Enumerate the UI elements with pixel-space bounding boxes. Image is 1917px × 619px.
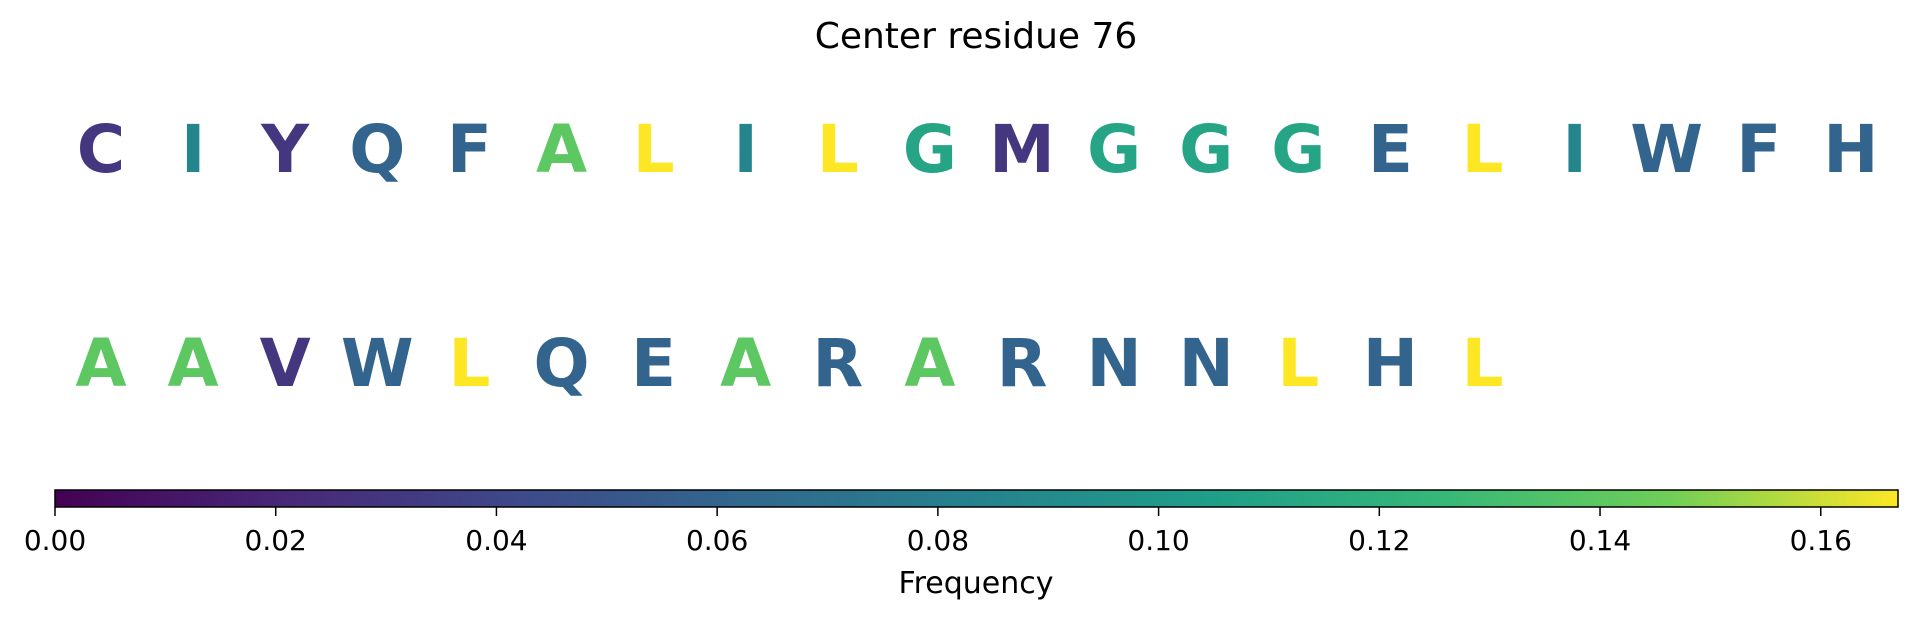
residue-letter: G — [1179, 111, 1233, 188]
residue-letter: Y — [260, 111, 310, 188]
colorbar-tick-label: 0.14 — [1569, 524, 1631, 557]
residue-letter: L — [817, 111, 859, 188]
colorbar-tick-label: 0.00 — [24, 524, 86, 557]
residue-letter: H — [1363, 325, 1418, 402]
residue-letter: V — [260, 325, 311, 402]
residue-letter: N — [1086, 325, 1141, 402]
residue-letter: L — [1461, 325, 1503, 402]
residue-letter: G — [903, 111, 957, 188]
residue-letter: R — [997, 325, 1048, 402]
colorbar-tick-label: 0.08 — [907, 524, 969, 557]
residue-letter: I — [181, 111, 206, 188]
residue-letter: A — [168, 325, 219, 402]
residue-letter: A — [75, 325, 126, 402]
residue-letter: R — [812, 325, 863, 402]
colorbar-tick-label: 0.16 — [1790, 524, 1852, 557]
residue-letter: W — [341, 325, 414, 402]
residue-letter: G — [1087, 111, 1141, 188]
residue-letter: L — [633, 111, 675, 188]
residue-letter: L — [1277, 325, 1319, 402]
colorbar-ticks: 0.00 0.02 0.04 0.06 0.08 0.10 0.12 0.14 0.16 — [24, 507, 1852, 557]
residue-letter: A — [536, 111, 587, 188]
colorbar-tick-label: 0.06 — [686, 524, 748, 557]
residue-letter: N — [1179, 325, 1234, 402]
residue-letter: L — [448, 325, 490, 402]
chart-title: Center residue 76 — [815, 16, 1138, 57]
colorbar-tick-label: 0.10 — [1127, 524, 1189, 557]
residue-letter: H — [1823, 111, 1878, 188]
colorbar — [54, 489, 1899, 508]
residue-letter: I — [733, 111, 758, 188]
residue-letter: E — [1368, 111, 1413, 188]
residue-letter: Q — [533, 325, 589, 402]
colorbar-tick-label: 0.02 — [245, 524, 307, 557]
residue-letter: F — [1736, 111, 1781, 188]
residue-letter: A — [904, 325, 955, 402]
residue-letter: A — [720, 325, 771, 402]
residue-letter: L — [1461, 111, 1503, 188]
residue-letter: M — [989, 111, 1055, 188]
colorbar-tick-label: 0.04 — [465, 524, 527, 557]
residue-letter: W — [1630, 111, 1703, 188]
colorbar-label: Frequency — [899, 566, 1054, 601]
residue-letter: E — [631, 325, 676, 402]
residue-letter: C — [77, 111, 125, 188]
colorbar-tick-label: 0.12 — [1348, 524, 1410, 557]
residue-letter: Q — [349, 111, 405, 188]
residue-letter: F — [447, 111, 492, 188]
residue-letter: G — [1271, 111, 1325, 188]
residue-letter: I — [1562, 111, 1587, 188]
